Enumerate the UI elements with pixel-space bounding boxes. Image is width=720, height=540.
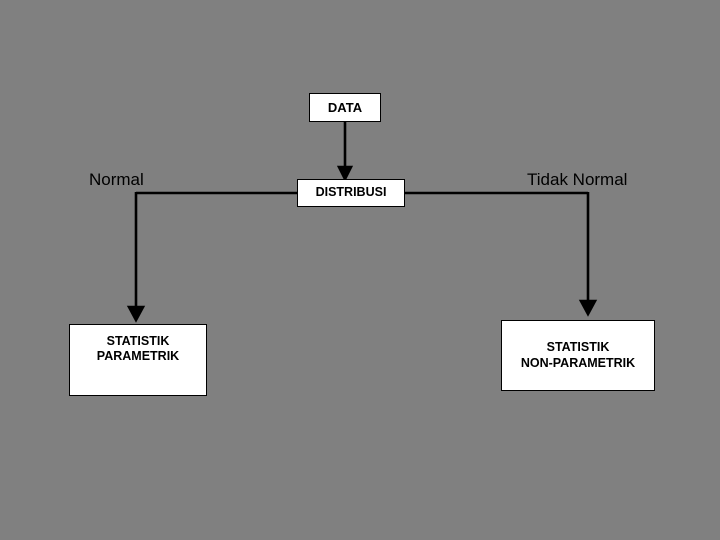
node-statistik-parametrik-label: STATISTIK PARAMETRIK <box>96 334 180 364</box>
arrowhead-parametrik <box>126 305 146 323</box>
node-distribusi[interactable]: DISTRIBUSI <box>297 179 405 207</box>
node-distribusi-label: DISTRIBUSI <box>315 185 387 200</box>
node-data[interactable]: DATA <box>309 93 381 122</box>
branch-label-tidak-normal: Tidak Normal <box>527 170 627 190</box>
branch-label-normal: Normal <box>89 170 144 190</box>
arrowhead-nonparametrik <box>578 299 598 317</box>
branch-label-normal-text: Normal <box>89 170 144 189</box>
node-data-label: DATA <box>327 99 363 115</box>
node-statistik-non-parametrik-label: STATISTIK NON-PARAMETRIK <box>520 340 636 370</box>
node-statistik-non-parametrik[interactable]: STATISTIK NON-PARAMETRIK <box>501 320 655 391</box>
arrowhead-distribusi <box>336 165 354 182</box>
node-statistik-parametrik[interactable]: STATISTIK PARAMETRIK <box>69 324 207 396</box>
branch-label-tidak-normal-text: Tidak Normal <box>527 170 628 189</box>
